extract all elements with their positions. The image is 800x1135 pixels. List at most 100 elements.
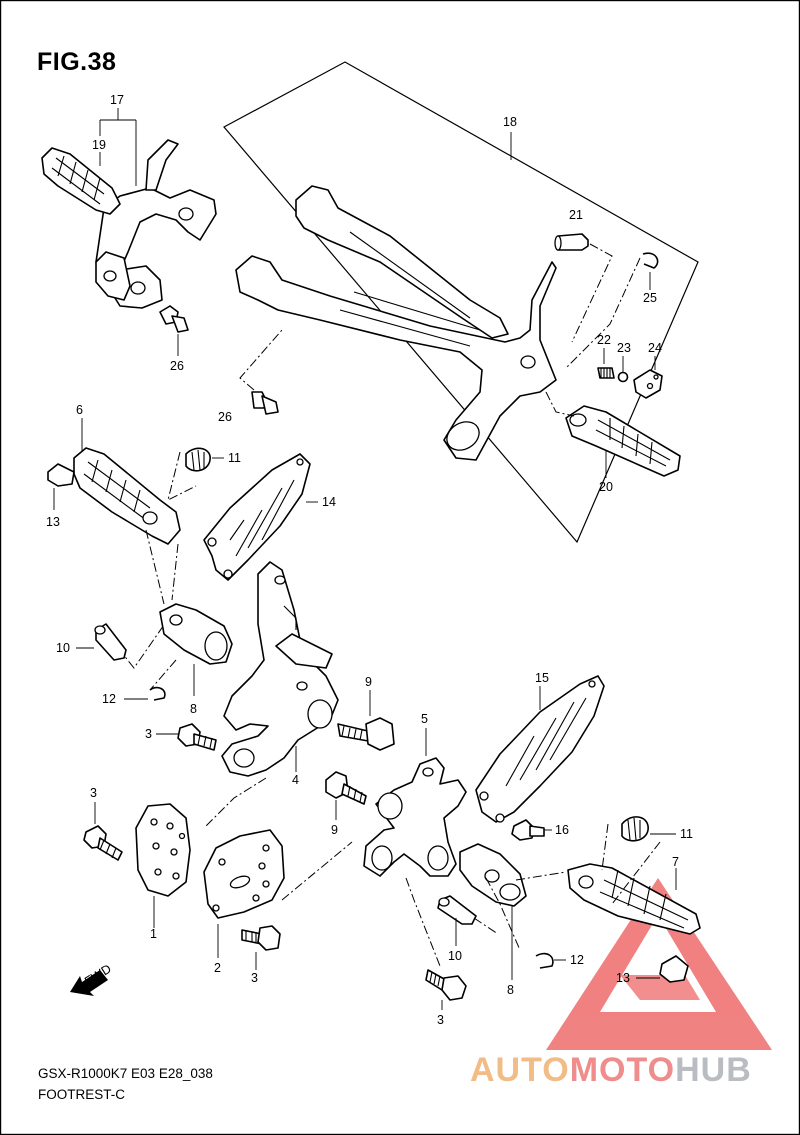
bolt-26-rear [251, 391, 279, 415]
bolt-3-upper [177, 723, 217, 751]
spacer-plate-2 [203, 829, 285, 919]
callout-6: 6 [76, 403, 83, 417]
callout-26-rear: 26 [218, 410, 232, 424]
callout-20: 20 [599, 480, 613, 494]
callout-5: 5 [421, 712, 428, 726]
callout-12-left: 12 [102, 692, 116, 706]
spring-11-right [621, 816, 649, 842]
callout-3-mid: 3 [251, 971, 258, 985]
callout-19: 19 [92, 138, 106, 152]
dash-12 [149, 659, 177, 691]
callout-7: 7 [672, 855, 679, 869]
plate-24 [633, 369, 663, 399]
forward-direction-arrow: FWD [70, 962, 114, 996]
callout-labels: 17 19 26 18 21 25 22 23 24 20 26 6 11 13… [46, 93, 693, 1027]
watermark-hub: HUB [675, 1051, 752, 1089]
callout-11-left: 11 [228, 451, 241, 465]
callout-3-left: 3 [90, 786, 97, 800]
bolt-3-mid [241, 925, 281, 951]
callout-11-right: 11 [680, 827, 693, 841]
pin-10-right [437, 895, 477, 925]
screw-13-left [47, 463, 75, 487]
pin-21 [554, 233, 589, 251]
callout-8-right: 8 [507, 983, 514, 997]
callout-10-right: 10 [448, 949, 462, 963]
dash-10 [117, 621, 167, 669]
callout-24: 24 [648, 341, 662, 355]
callout-9-lower: 9 [331, 823, 338, 837]
watermark-logo-text: AUTOMOTOHUB [470, 1051, 752, 1090]
bolt-9-upper [337, 717, 395, 751]
dash-11-right [601, 823, 661, 905]
clip-25 [642, 252, 659, 269]
dash-7 [515, 871, 567, 881]
dash-10-right [473, 917, 499, 935]
callout-12-right: 12 [570, 953, 584, 967]
rider-footpeg-19 [41, 147, 121, 215]
bracket-5 [363, 757, 467, 877]
callout-15: 15 [535, 671, 549, 685]
dash-8-12 [485, 877, 521, 951]
screw-13-right [659, 955, 689, 983]
clip-12-right [535, 952, 554, 969]
model-code-label: GSX-R1000K7 E03 E28_038 [38, 1066, 213, 1081]
rear-footpeg-20 [565, 405, 681, 477]
ball-23 [617, 371, 629, 383]
heel-guard-15 [475, 675, 605, 823]
callout-4: 4 [292, 773, 299, 787]
callout-14: 14 [322, 495, 336, 509]
callout-26-front: 26 [170, 359, 184, 373]
dash-20 [545, 391, 575, 417]
callout-13-left: 13 [46, 515, 60, 529]
spring-11-left [185, 447, 211, 472]
bolt-9-lower [325, 771, 367, 805]
callout-17: 17 [110, 93, 124, 107]
callout-1: 1 [150, 927, 157, 941]
callout-13-right: 13 [616, 971, 630, 985]
callout-23: 23 [617, 341, 631, 355]
dash-5-3 [405, 877, 441, 967]
callout-21: 21 [569, 208, 583, 222]
callout-22: 22 [597, 333, 611, 347]
rider-footpeg-7 [567, 863, 701, 935]
pivot-8-left [159, 603, 233, 665]
dash-26-rear [239, 329, 283, 391]
bolt-26-front [159, 305, 189, 333]
assembly-frame-18 [223, 61, 699, 544]
rider-footpeg-6 [73, 447, 181, 545]
watermark-auto: AUTO [470, 1051, 570, 1089]
dash-2-5 [281, 841, 353, 901]
rear-footrest-bracket-18 [235, 185, 557, 461]
footrest-bracket-4 [221, 561, 339, 777]
callout-16: 16 [555, 823, 569, 837]
dash-25 [565, 257, 641, 369]
callout-2: 2 [214, 961, 221, 975]
dash-11-left [167, 451, 197, 501]
bolt-3-left [83, 825, 123, 861]
clip-12-left [149, 686, 166, 701]
dash-6-8 [145, 529, 165, 605]
dash-6-8b [171, 543, 179, 601]
callout-10-left: 10 [56, 641, 70, 655]
callout-8-left: 8 [190, 702, 197, 716]
dash-21 [571, 243, 613, 343]
bolt-3-bottom [425, 969, 467, 1001]
dash-4-1 [205, 777, 267, 827]
rider-footpeg-bracket-17 [95, 139, 217, 309]
pin-10-left [94, 623, 127, 661]
figure-title: FIG.38 [37, 48, 117, 76]
spacer-plate-1 [135, 803, 191, 897]
pivot-8-right [459, 843, 527, 907]
callout-3-bottom: 3 [437, 1013, 444, 1027]
callout-18: 18 [503, 115, 517, 129]
heel-guard-14 [203, 453, 311, 581]
section-name-label: FOOTREST-C [38, 1087, 125, 1102]
callout-3-upper: 3 [145, 727, 152, 741]
screw-16 [511, 819, 545, 841]
watermark-moto: MOTO [569, 1051, 676, 1089]
spring-22 [597, 367, 615, 379]
callout-9-upper: 9 [365, 675, 372, 689]
callout-25: 25 [643, 291, 657, 305]
